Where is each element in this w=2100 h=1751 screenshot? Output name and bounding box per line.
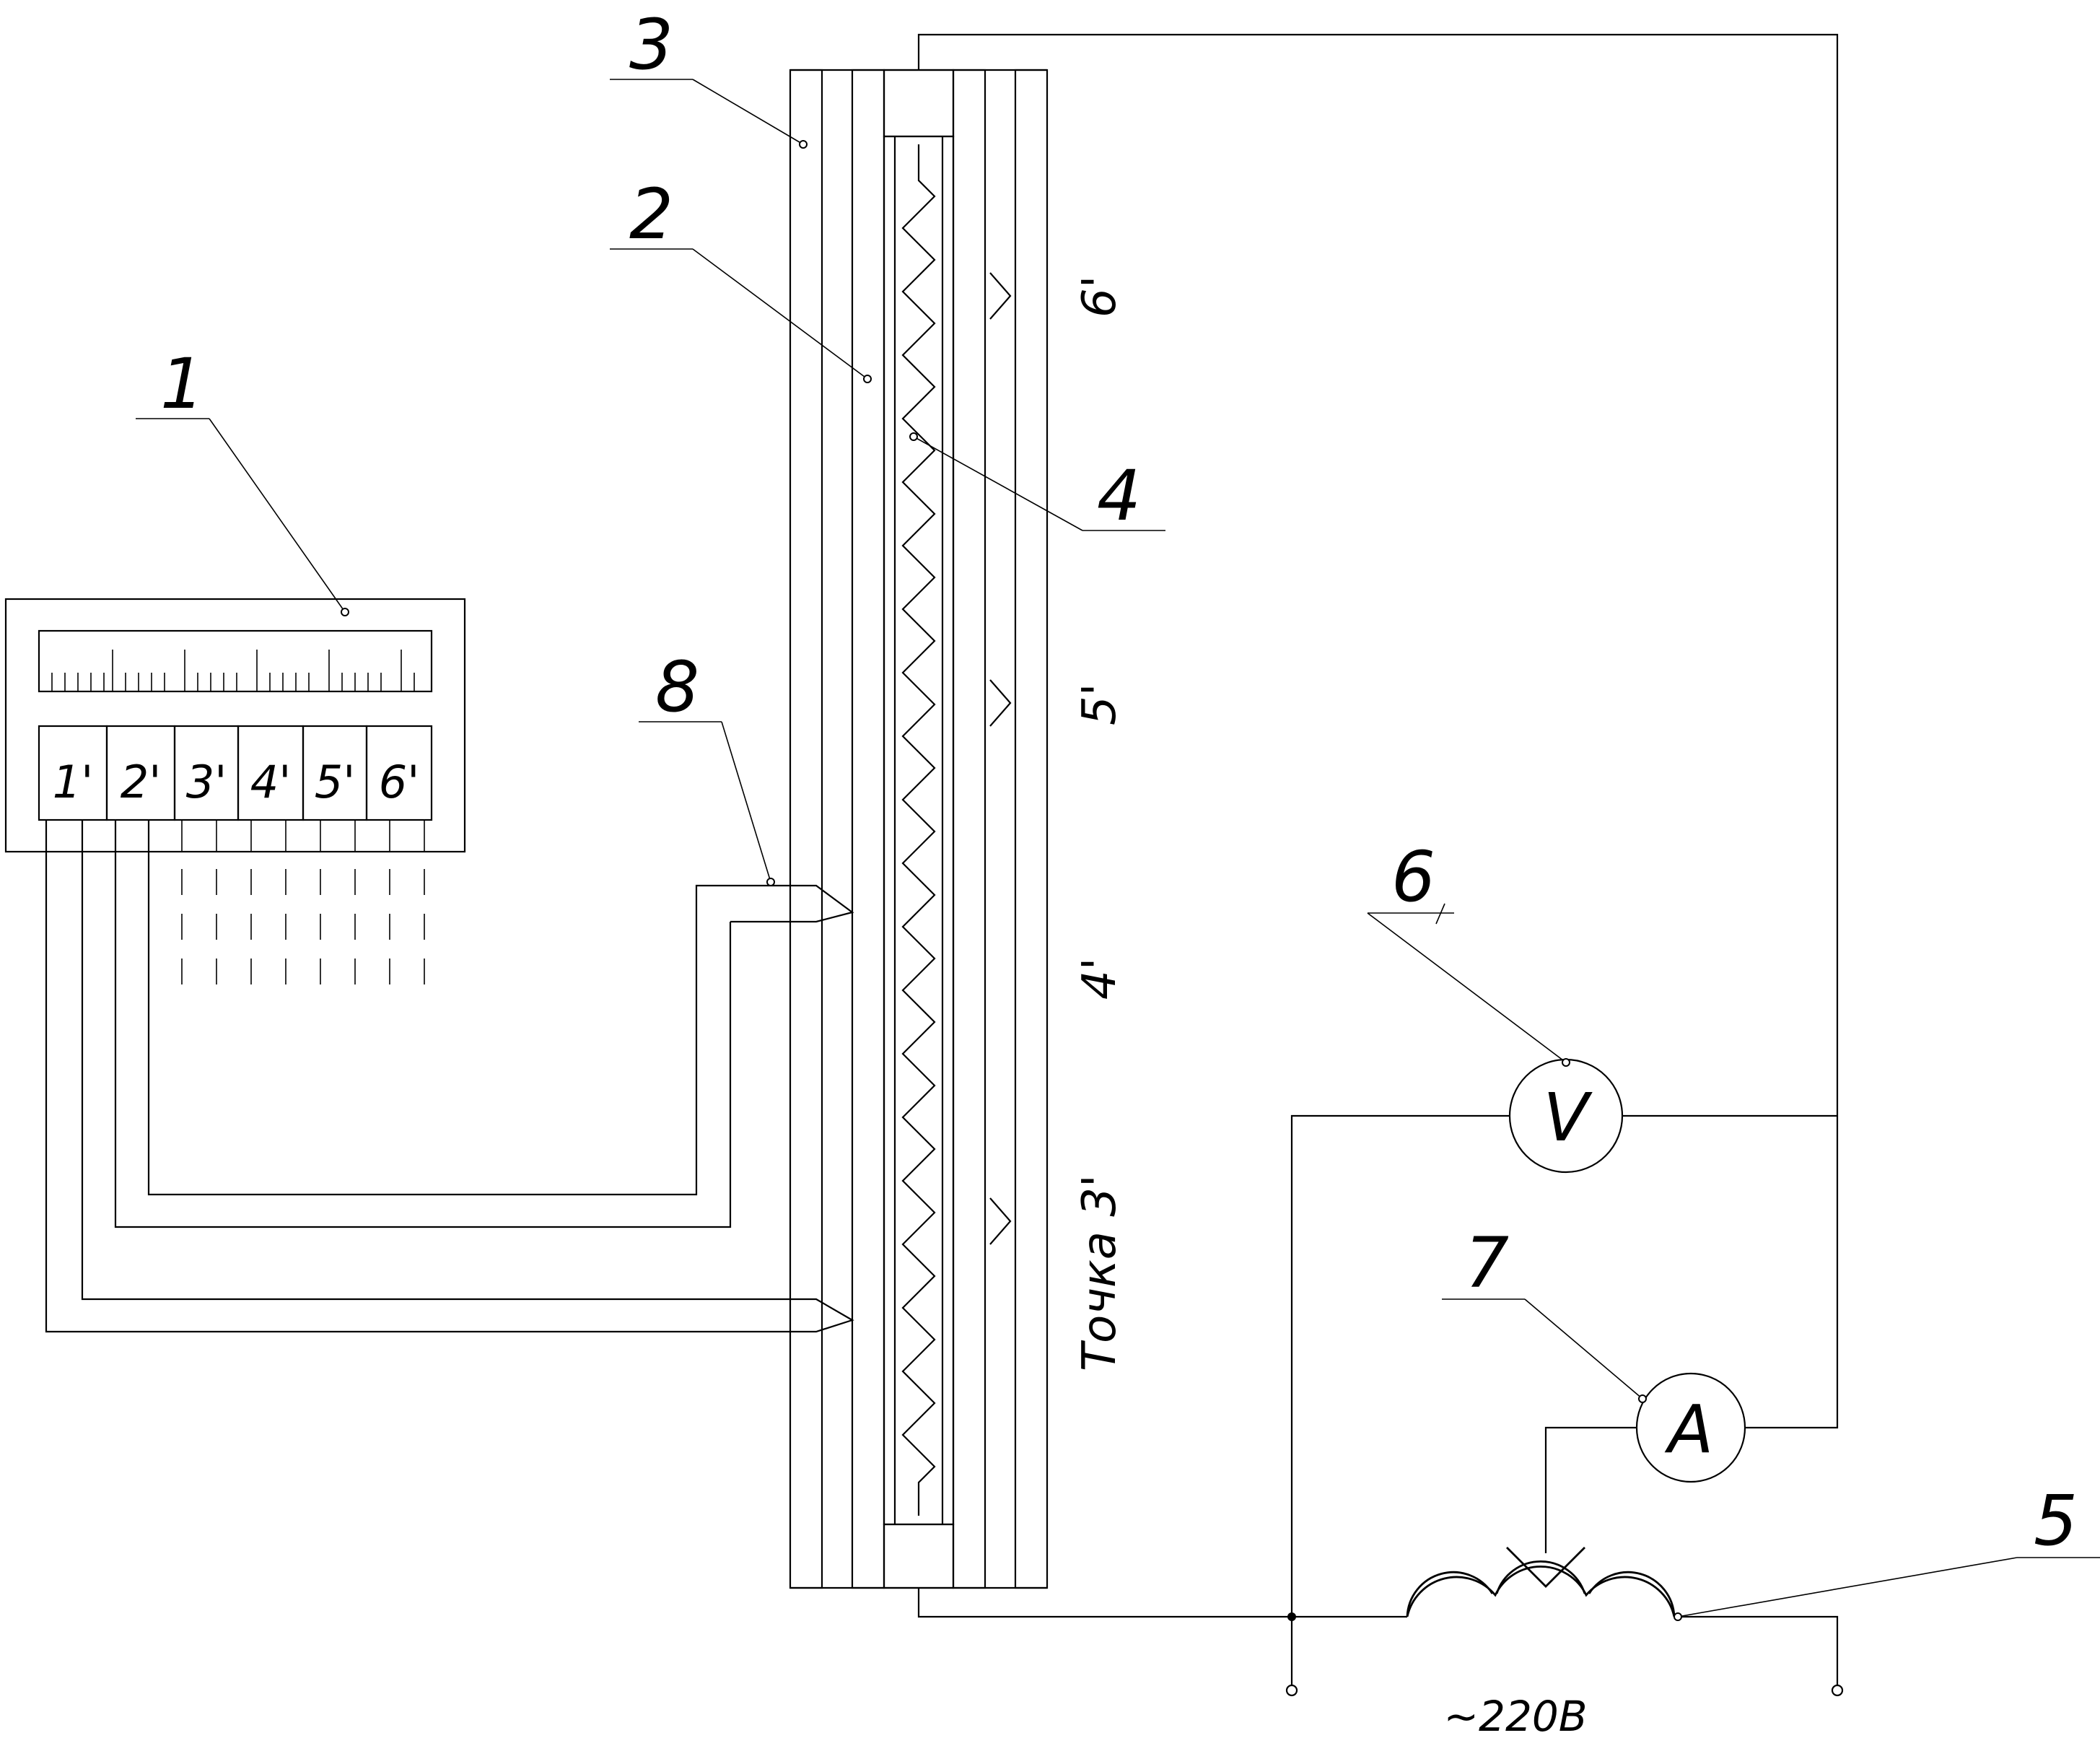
outer-wall-right [1014,69,1049,1589]
heater-channel [883,135,955,1526]
dashed-leads [181,869,425,996]
thermocouple-tip-upper [730,884,854,923]
tube-assembly [730,69,1049,1589]
callout-3: 3 [610,4,808,149]
channel-label-2: 2' [121,756,162,808]
heater-circuit [917,33,1839,1690]
flow-arrow-6 [989,272,1012,320]
recorder-scale [38,629,433,693]
callout-number-6: 6 [1391,837,1435,917]
scale-ticks [51,650,415,691]
channel-box-6 [365,725,433,821]
callout-number-4: 4 [1097,455,1141,536]
inner-wall-left [851,69,885,1589]
recorder-body [4,598,466,853]
wiper-arrow [1506,1547,1585,1588]
callout-number-1: 1 [160,344,204,424]
point-label-3: Точка 3' [1073,1174,1126,1371]
callout-6: 6 [1367,837,1570,1067]
supply-terminal-left [1285,1684,1298,1697]
channel-stubs [181,820,425,852]
channel-label-5: 5' [315,756,356,808]
channel-label-1: 1' [53,756,94,808]
callout-8: 8 [639,647,775,886]
inner-wall-right [952,69,986,1589]
callout-number-2: 2 [629,174,673,255]
callout-7: 7 [1442,1223,1647,1403]
top-plug [883,69,955,138]
thermocouple-leads [45,820,732,1333]
channel-label-3: 3' [186,756,227,808]
callout-number-7: 7 [1465,1223,1509,1304]
channel-label-6: 6' [379,756,420,808]
outer-wall-left [789,69,823,1589]
ammeter-symbol: A [1665,1391,1714,1468]
callout-number-5: 5 [2034,1480,2078,1561]
flow-arrow-3 [989,1197,1012,1245]
callout-1: 1 [136,344,349,616]
callout-4: 4 [909,432,1165,536]
heating-coil [901,144,936,1516]
channel-label-4: 4' [250,756,292,808]
supply-terminal-right [1831,1684,1844,1697]
ammeter [1635,1372,1746,1483]
callout-2: 2 [610,174,872,383]
point-label-5: 5' [1073,684,1126,725]
flow-arrow-5 [989,679,1012,727]
junction-dot [1287,1612,1296,1621]
point-label-4: 4' [1073,958,1126,1000]
thermocouple-tip-lower [732,1298,854,1333]
temperature-recorder: 1' 2' 3' 4' 5' 6' [4,598,466,996]
supply-voltage-label: ~220В [1443,1692,1587,1741]
callout-number-3: 3 [629,4,673,85]
voltmeter-symbol: V [1544,1079,1593,1156]
autotransformer [1406,1547,1676,1617]
point-label-6: 6' [1073,276,1126,318]
bottom-plug [883,1523,955,1589]
callout-5: 5 [1674,1480,2100,1621]
callout-number-8: 8 [655,647,699,728]
